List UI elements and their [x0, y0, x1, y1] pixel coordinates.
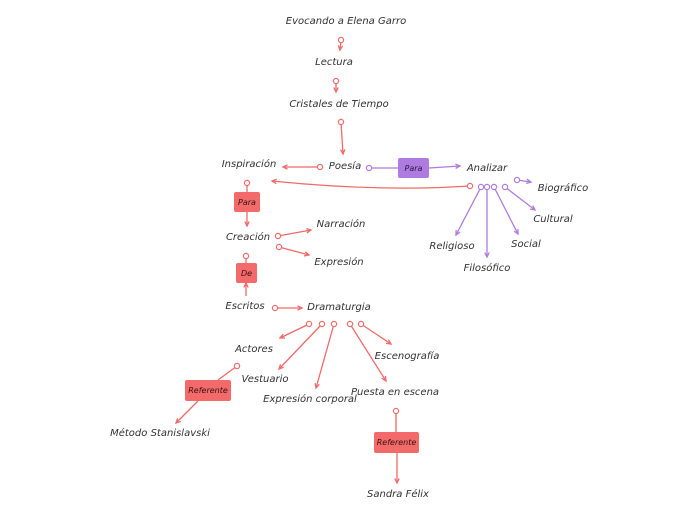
node-filosofico[interactable]: Filosófico	[463, 263, 511, 274]
link-analizar-social	[493, 186, 519, 235]
link-dramaturgia-vestuario	[278, 323, 323, 370]
link-cristales-poesia-arrowhead	[339, 149, 346, 156]
node-narracion[interactable]: Narración	[316, 219, 366, 230]
link-dramaturgia-puesta-handle[interactable]	[346, 320, 354, 328]
link-analizar-social-handle[interactable]	[490, 183, 498, 191]
node-dramaturgia[interactable]: Dramaturgia	[307, 302, 371, 313]
link-dramaturgia-puesta-arrowhead	[381, 375, 387, 383]
link-dramaturgia-escenografia-arrowhead	[385, 339, 393, 345]
tag-para-inspiracion[interactable]: Para	[234, 192, 260, 212]
link-dramaturgia-expresion-corporal-arrowhead	[314, 382, 320, 390]
link-referente-sandra-arrowhead	[394, 478, 400, 485]
link-creacion-narracion-handle[interactable]	[274, 232, 282, 240]
link-actores-referente	[217, 365, 238, 381]
link-dramaturgia-vestuario-handle[interactable]	[318, 320, 326, 328]
link-analizar-inspiracion-handle[interactable]	[466, 182, 474, 190]
node-metodo-stanislavski[interactable]: Método Stanislavski	[110, 428, 210, 439]
link-dramaturgia-expresion-corporal-handle[interactable]	[330, 320, 338, 328]
link-referente-metodo-arrowhead	[174, 418, 181, 425]
link-title-lectura-handle[interactable]	[337, 36, 345, 44]
link-actores-referente-handle[interactable]	[233, 362, 241, 370]
node-cultural[interactable]: Cultural	[533, 214, 573, 225]
node-social[interactable]: Social	[511, 239, 541, 250]
link-dramaturgia-vestuario-arrowhead	[277, 364, 284, 371]
link-analizar-social-arrowhead	[513, 228, 519, 236]
link-creacion-expresion	[278, 246, 310, 256]
link-dramaturgia-actores-handle[interactable]	[305, 320, 313, 328]
link-title-lectura-arrowhead	[337, 45, 344, 52]
node-escritos[interactable]: Escritos	[225, 301, 265, 312]
link-dramaturgia-actores-arrowhead	[278, 333, 286, 339]
link-lectura-cristales-handle[interactable]	[332, 77, 340, 85]
link-analizar-inspiracion	[271, 180, 471, 189]
link-para-creacion-arrowhead	[244, 221, 250, 228]
link-inspiracion-para-handle[interactable]	[243, 179, 251, 187]
node-puesta-en-escena[interactable]: Puesta en escena	[350, 387, 440, 398]
node-expresion[interactable]: Expresión	[314, 257, 364, 268]
link-analizar-filosofico-arrowhead	[484, 252, 490, 259]
link-creacion-expresion-arrowhead	[303, 251, 311, 257]
link-dramaturgia-actores	[279, 323, 310, 339]
node-sandra-felix[interactable]: Sandra Félix	[367, 489, 429, 500]
link-analizar-religioso	[455, 186, 482, 236]
node-actores[interactable]: Actores	[235, 344, 273, 355]
node-expresion-corporal[interactable]: Expresión corporal	[263, 394, 357, 405]
link-dramaturgia-escenografia	[360, 323, 392, 345]
link-analizar-cultural-handle[interactable]	[501, 183, 509, 191]
link-analizar-biografico-handle[interactable]	[513, 176, 521, 184]
link-para-analizar	[428, 165, 461, 169]
node-vestuario[interactable]: Vestuario	[241, 374, 289, 385]
link-de-creacion-handle[interactable]	[242, 252, 250, 260]
node-poesia[interactable]: Poesía	[328, 161, 362, 172]
link-referente-metodo	[175, 400, 199, 424]
link-analizar-filosofico-handle[interactable]	[483, 183, 491, 191]
link-analizar-religioso-handle[interactable]	[477, 183, 485, 191]
link-creacion-expresion-handle[interactable]	[275, 243, 283, 251]
link-dramaturgia-expresion-corporal	[315, 323, 335, 389]
link-analizar-biografico-arrowhead	[526, 178, 533, 185]
link-para-analizar-arrowhead	[455, 163, 462, 170]
link-analizar-cultural	[504, 186, 536, 211]
link-dramaturgia-escenografia-handle[interactable]	[357, 320, 365, 328]
node-biografico[interactable]: Biográfico	[537, 183, 589, 194]
link-analizar-cultural-arrowhead	[529, 205, 537, 211]
link-escritos-de-arrowhead	[243, 281, 249, 288]
link-escritos-dramaturgia-arrowhead	[297, 305, 304, 311]
link-dramaturgia-puesta	[349, 323, 387, 382]
link-cristales-poesia	[340, 121, 344, 155]
tag-referente-puesta[interactable]: Referente	[374, 432, 419, 453]
link-analizar-religioso-arrowhead	[455, 229, 461, 237]
link-poesia-inspiracion-arrowhead	[281, 164, 288, 170]
link-cristales-poesia-handle[interactable]	[337, 118, 345, 126]
node-lectura[interactable]: Lectura	[315, 57, 353, 68]
link-puesta-referente-handle[interactable]	[392, 407, 400, 415]
node-cristales-de-tiempo[interactable]: Cristales de Tiempo	[289, 99, 389, 110]
link-analizar-inspiracion-arrowhead	[270, 178, 277, 185]
node-inspiracion[interactable]: Inspiración	[221, 159, 277, 170]
node-religioso[interactable]: Religioso	[429, 241, 475, 252]
tag-de-creacion[interactable]: De	[236, 263, 257, 283]
link-poesia-para-handle[interactable]	[365, 164, 373, 172]
link-creacion-narracion	[277, 229, 312, 237]
node-escenografia[interactable]: Escenografía	[374, 351, 440, 362]
node-title[interactable]: Evocando a Elena Garro	[285, 16, 407, 27]
node-creacion[interactable]: Creación	[225, 232, 271, 243]
node-analizar[interactable]: Analizar	[466, 163, 508, 174]
tag-para-poesia[interactable]: Para	[398, 158, 429, 178]
link-escritos-dramaturgia-handle[interactable]	[271, 304, 279, 312]
link-poesia-inspiracion-handle[interactable]	[316, 163, 324, 171]
link-creacion-narracion-arrowhead	[306, 228, 313, 234]
tag-referente-actores[interactable]: Referente	[185, 380, 231, 401]
link-lectura-cristales-arrowhead	[333, 87, 339, 94]
